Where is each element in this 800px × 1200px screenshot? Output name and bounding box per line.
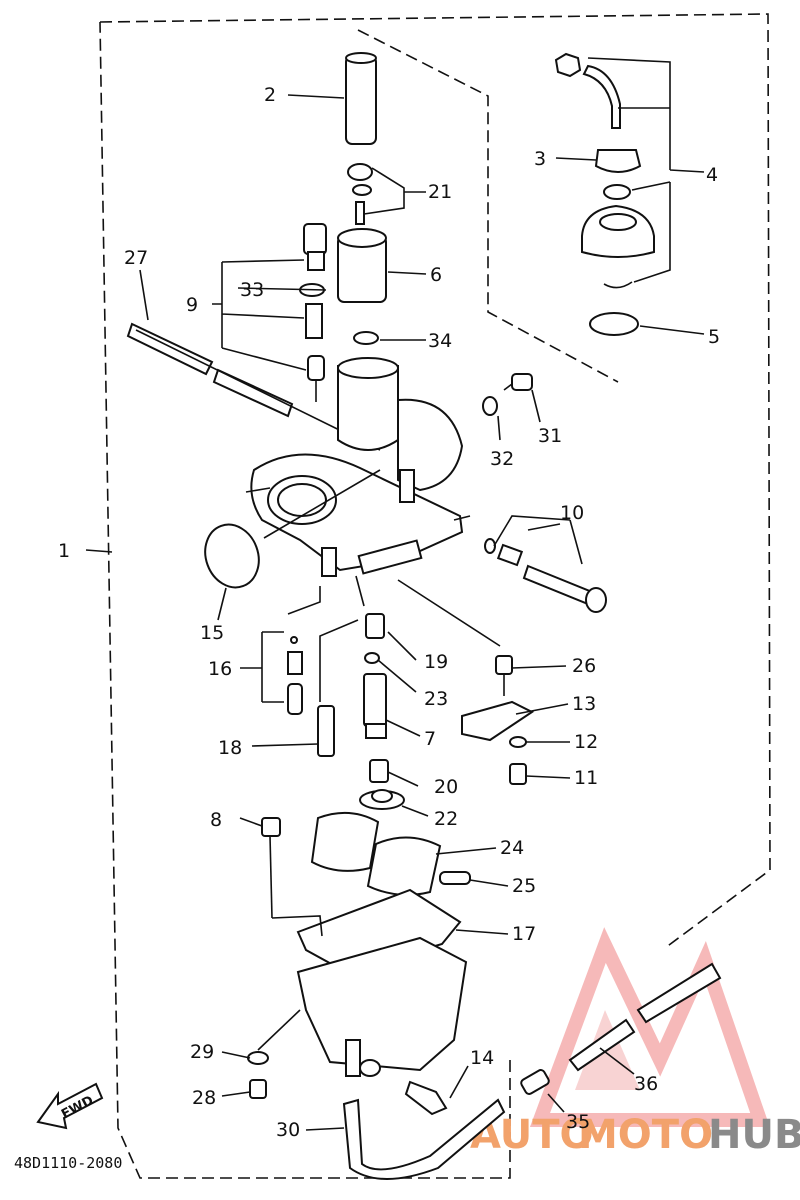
fitting-part-35 bbox=[520, 1069, 550, 1095]
part-label-26: 26 bbox=[572, 655, 596, 677]
jet-part-18 bbox=[317, 705, 335, 757]
watermark-text-moto: MOTO bbox=[578, 1112, 713, 1158]
screw-part-9 bbox=[303, 223, 327, 271]
part-label-1: 1 bbox=[58, 540, 70, 562]
throttle-stop-screw-part-10 bbox=[522, 564, 607, 613]
part-label-34: 34 bbox=[428, 330, 452, 352]
washer-part-32 bbox=[482, 396, 498, 416]
part-label-36: 36 bbox=[634, 1073, 658, 1095]
cap-nut-part-4 bbox=[554, 52, 621, 129]
cap-part-3 bbox=[594, 149, 642, 173]
throttle-valve-part-6 bbox=[337, 228, 387, 303]
drain-screw-part-28 bbox=[249, 1079, 267, 1099]
valve-seat-part-20 bbox=[369, 759, 389, 783]
part-label-7: 7 bbox=[424, 728, 436, 750]
carburetor-body-part-1 bbox=[245, 357, 464, 577]
hose-part-36 bbox=[568, 962, 722, 1072]
part-label-15: 15 bbox=[200, 622, 224, 644]
part-label-14: 14 bbox=[470, 1047, 494, 1069]
o-ring-part-23 bbox=[364, 652, 380, 664]
clip-part-4 bbox=[603, 281, 633, 289]
part-label-32: 32 bbox=[490, 448, 514, 470]
fwd-arrow-icon bbox=[36, 1082, 104, 1130]
part-label-4: 4 bbox=[706, 164, 718, 186]
needle-valve-part-22 bbox=[359, 789, 405, 810]
screw-part-8 bbox=[261, 817, 281, 919]
assembly-boundary bbox=[99, 13, 771, 1179]
part-label-17: 17 bbox=[512, 923, 536, 945]
leader-lines bbox=[85, 57, 705, 1131]
part-label-19: 19 bbox=[424, 651, 448, 673]
needle-jet-part-16 bbox=[287, 636, 303, 715]
part-label-9: 9 bbox=[186, 294, 198, 316]
gasket-part-5 bbox=[589, 312, 639, 336]
part-label-6: 6 bbox=[430, 264, 442, 286]
part-label-30: 30 bbox=[276, 1119, 300, 1141]
main-jet-part-19 bbox=[365, 613, 385, 639]
washer-part-4 bbox=[603, 184, 631, 200]
part-label-13: 13 bbox=[572, 693, 596, 715]
top-cap-boundary bbox=[357, 29, 619, 383]
part-label-25: 25 bbox=[512, 875, 536, 897]
part-label-11: 11 bbox=[574, 767, 598, 789]
drawing-code: 48D1110-2080 bbox=[14, 1154, 122, 1172]
spring-part-2 bbox=[345, 52, 377, 145]
spring-part-10 bbox=[496, 543, 524, 567]
washer-part-34 bbox=[353, 331, 379, 345]
watermark-text-hub: HUB bbox=[708, 1112, 800, 1158]
part-label-23: 23 bbox=[424, 688, 448, 710]
part-label-31: 31 bbox=[538, 425, 562, 447]
plate-part-13 bbox=[461, 700, 534, 742]
gasket-part-17 bbox=[296, 888, 462, 974]
washer-part-12 bbox=[509, 736, 527, 748]
part-label-3: 3 bbox=[534, 148, 546, 170]
drain-hose-part-30 bbox=[342, 1098, 506, 1180]
part-label-18: 18 bbox=[218, 737, 242, 759]
drain-screw-part-14 bbox=[404, 1080, 448, 1116]
pilot-screw-part-9 bbox=[307, 355, 325, 402]
part-label-22: 22 bbox=[434, 808, 458, 830]
part-label-10: 10 bbox=[560, 502, 584, 524]
o-ring-part-10 bbox=[484, 538, 496, 554]
screw-part-11 bbox=[509, 763, 527, 785]
screw-part-31 bbox=[503, 373, 533, 391]
o-ring-part-29 bbox=[247, 1051, 269, 1065]
spring-part-9 bbox=[305, 303, 323, 339]
part-label-27: 27 bbox=[124, 247, 148, 269]
float-bowl-part-1 bbox=[296, 936, 468, 1077]
gasket-part-15 bbox=[204, 523, 260, 589]
float-pin-part-25 bbox=[439, 871, 471, 885]
part-label-5: 5 bbox=[708, 326, 720, 348]
part-label-21: 21 bbox=[428, 181, 452, 203]
part-label-29: 29 bbox=[190, 1041, 214, 1063]
part-label-8: 8 bbox=[210, 809, 222, 831]
jet-part-26 bbox=[495, 655, 513, 696]
top-cap-part-4 bbox=[581, 204, 655, 258]
part-label-2: 2 bbox=[264, 84, 276, 106]
part-label-16: 16 bbox=[208, 658, 232, 680]
part-label-12: 12 bbox=[574, 731, 598, 753]
part-label-35: 35 bbox=[566, 1111, 590, 1133]
part-label-20: 20 bbox=[434, 776, 458, 798]
clip-part-21 bbox=[347, 163, 373, 225]
needle-jet-holder-part-7 bbox=[363, 673, 387, 739]
part-label-33: 33 bbox=[240, 279, 264, 301]
float-part-24 bbox=[310, 811, 442, 896]
part-label-28: 28 bbox=[192, 1087, 216, 1109]
part-label-24: 24 bbox=[500, 837, 524, 859]
